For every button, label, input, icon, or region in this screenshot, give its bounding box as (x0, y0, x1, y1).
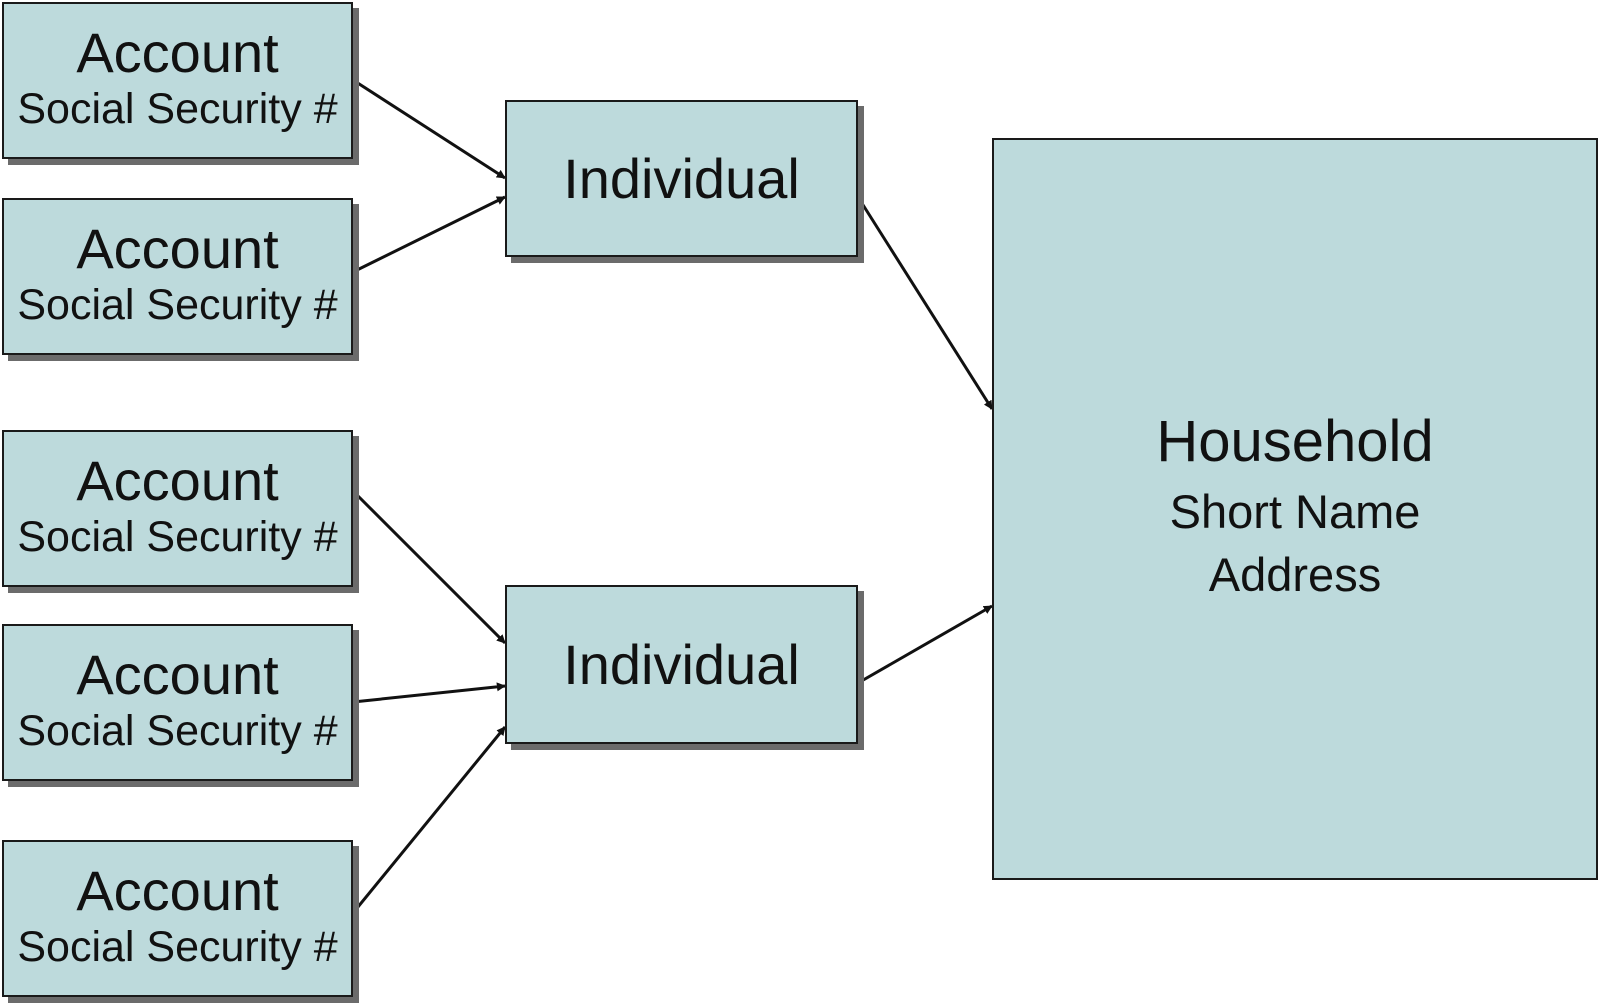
account-subtitle: Social Security # (17, 280, 338, 329)
individual-box-1: Individual (505, 100, 858, 257)
household-title: Household (1156, 409, 1434, 474)
account-box-5: Account Social Security # (2, 840, 353, 997)
arrow-account-5-to-individual-2 (351, 726, 507, 914)
arrow-account-2-to-individual-1 (352, 195, 506, 274)
account-subtitle: Social Security # (17, 922, 338, 971)
individual-title: Individual (563, 632, 800, 696)
account-title: Account (76, 21, 279, 85)
arrow-individual-2-to-household (857, 604, 993, 685)
arrow-account-1-to-individual-1 (352, 78, 506, 180)
account-title: Account (76, 859, 279, 923)
account-box-4: Account Social Security # (2, 624, 353, 781)
arrow-account-4-to-individual-2 (352, 682, 506, 704)
individual-box-2: Individual (505, 585, 858, 744)
account-box-3: Account Social Security # (2, 430, 353, 587)
individual-title: Individual (563, 146, 800, 210)
account-title: Account (76, 217, 279, 281)
account-subtitle: Social Security # (17, 512, 338, 561)
household-address: Address (1208, 548, 1382, 602)
arrow-individual-1-to-household (856, 196, 994, 410)
account-title: Account (76, 643, 279, 707)
account-box-1: Account Social Security # (2, 2, 353, 159)
household-box: Household Short Name Address (992, 138, 1598, 880)
account-subtitle: Social Security # (17, 84, 338, 133)
account-subtitle: Social Security # (17, 706, 338, 755)
household-short-name: Short Name (1169, 484, 1421, 538)
arrow-account-3-to-individual-2 (351, 489, 507, 645)
account-title: Account (76, 449, 279, 513)
account-box-2: Account Social Security # (2, 198, 353, 355)
